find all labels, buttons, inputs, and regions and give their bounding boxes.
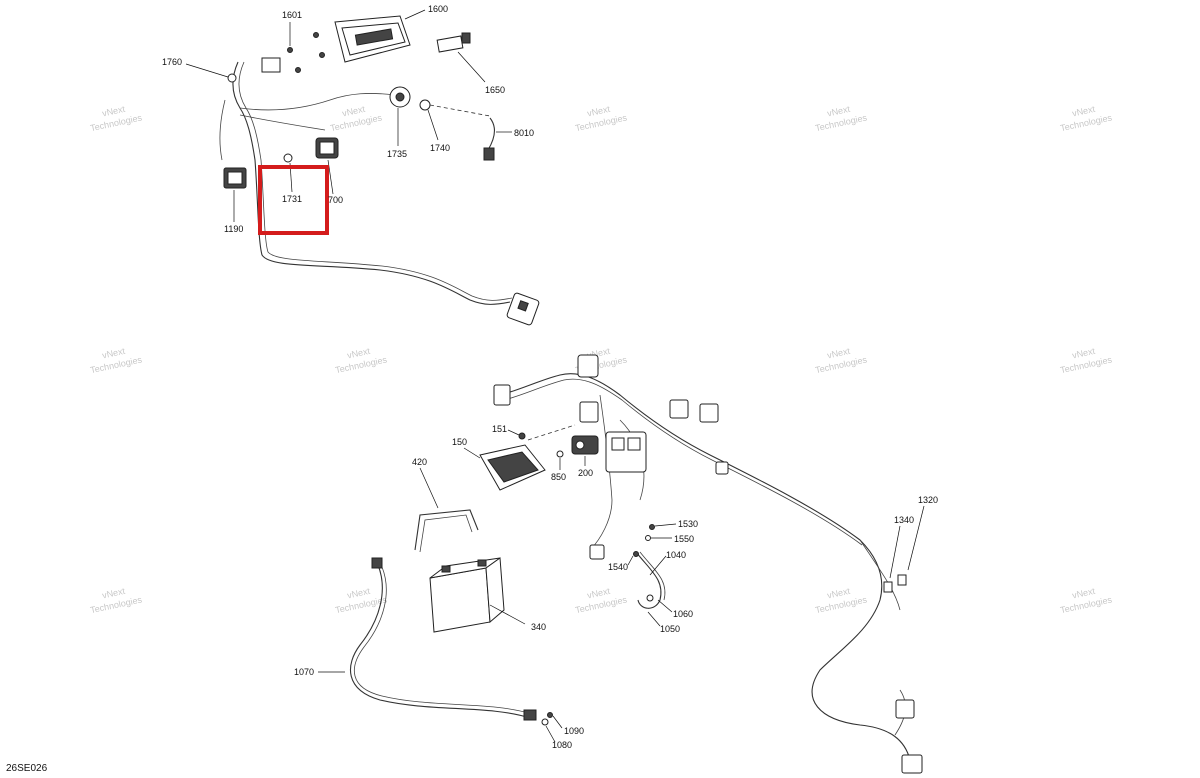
lower-connector-c — [579, 401, 599, 423]
watermark-line1: vNext — [101, 586, 126, 601]
watermark-line1: vNext — [1071, 104, 1096, 119]
part-1731 — [283, 153, 293, 193]
lower-connector-f — [589, 544, 605, 560]
fasteners-1090-1080 — [541, 712, 563, 743]
lower-harness — [493, 354, 923, 774]
lower-connector-a — [493, 384, 511, 406]
part-label-1050: 1050 — [660, 624, 680, 634]
part-label-700: 700 — [328, 195, 343, 205]
part-label-340: 340 — [531, 622, 546, 632]
watermarks: vNext Technologies vNext Technologies vN… — [89, 104, 1113, 615]
solenoid-200 — [571, 435, 599, 466]
diagram-code: 26SE026 — [6, 763, 48, 774]
connector-700 — [315, 137, 339, 195]
lower-connector-b — [577, 354, 599, 378]
highlight-box-1731 — [258, 165, 329, 235]
part-label-1060: 1060 — [673, 609, 693, 619]
part-label-1731: 1731 — [282, 194, 302, 204]
battery-340 — [429, 557, 526, 633]
upper-harness — [219, 61, 540, 326]
nut-850 — [556, 450, 564, 470]
screw-151 — [507, 424, 576, 441]
part-label-1650: 1650 — [485, 85, 505, 95]
watermark-line1: vNext — [586, 104, 611, 119]
watermark-line1: vNext — [341, 104, 366, 119]
watermark-line1: vNext — [101, 346, 126, 361]
part-label-200: 200 — [578, 468, 593, 478]
screws-1601 — [287, 22, 325, 73]
part-label-1340: 1340 — [894, 515, 914, 525]
watermark-line1: vNext — [826, 104, 851, 119]
lower-connector-i — [901, 754, 923, 774]
part-labels: 1600 1601 1650 1760 8010 1735 1740 1731 … — [162, 4, 938, 750]
part-label-1320: 1320 — [918, 495, 938, 505]
part-label-1090: 1090 — [564, 726, 584, 736]
fasteners-1530-1550-1540 — [627, 523, 677, 566]
clips-1320-1340 — [883, 505, 925, 593]
watermark-line1: vNext — [826, 586, 851, 601]
display-unit-1600 — [334, 9, 426, 63]
connector-1190 — [223, 167, 247, 222]
part-label-1760: 1760 — [162, 57, 182, 67]
part-label-1550: 1550 — [674, 534, 694, 544]
regulator-150 — [463, 444, 546, 491]
part-label-1070: 1070 — [294, 667, 314, 677]
watermark-line1: vNext — [346, 346, 371, 361]
clip-1760 — [185, 57, 281, 83]
lower-connector-d — [669, 399, 689, 419]
cable-8010 — [483, 117, 512, 161]
lower-connector-h — [895, 699, 915, 719]
switch-1735 — [389, 86, 411, 146]
part-label-1080: 1080 — [552, 740, 572, 750]
strap-420 — [414, 467, 479, 553]
part-label-1740: 1740 — [430, 143, 450, 153]
cable-1070 — [318, 557, 537, 721]
connector-1650 — [436, 32, 486, 83]
lower-connector-e — [699, 403, 719, 423]
watermark-line1: vNext — [1071, 346, 1096, 361]
part-label-1190: 1190 — [224, 224, 243, 234]
nut-1740 — [419, 99, 491, 141]
part-label-1735: 1735 — [387, 149, 407, 159]
lower-connector-g — [715, 461, 729, 475]
watermark-line1: vNext — [826, 346, 851, 361]
part-label-850: 850 — [551, 472, 566, 482]
part-label-151: 151 — [492, 424, 507, 434]
part-label-1540: 1540 — [608, 562, 628, 572]
watermark-line1: vNext — [346, 586, 371, 601]
part-label-1040: 1040 — [666, 550, 686, 560]
ground-strap-1040 — [635, 551, 673, 627]
part-label-1601: 1601 — [282, 10, 302, 20]
part-label-1600: 1600 — [428, 4, 448, 14]
watermark-line1: vNext — [1071, 586, 1096, 601]
watermark-line1: vNext — [586, 586, 611, 601]
watermark-line1: vNext — [101, 104, 126, 119]
part-label-420: 420 — [412, 457, 427, 467]
part-label-8010: 8010 — [514, 128, 534, 138]
part-label-150: 150 — [452, 437, 467, 447]
part-label-1530: 1530 — [678, 519, 698, 529]
